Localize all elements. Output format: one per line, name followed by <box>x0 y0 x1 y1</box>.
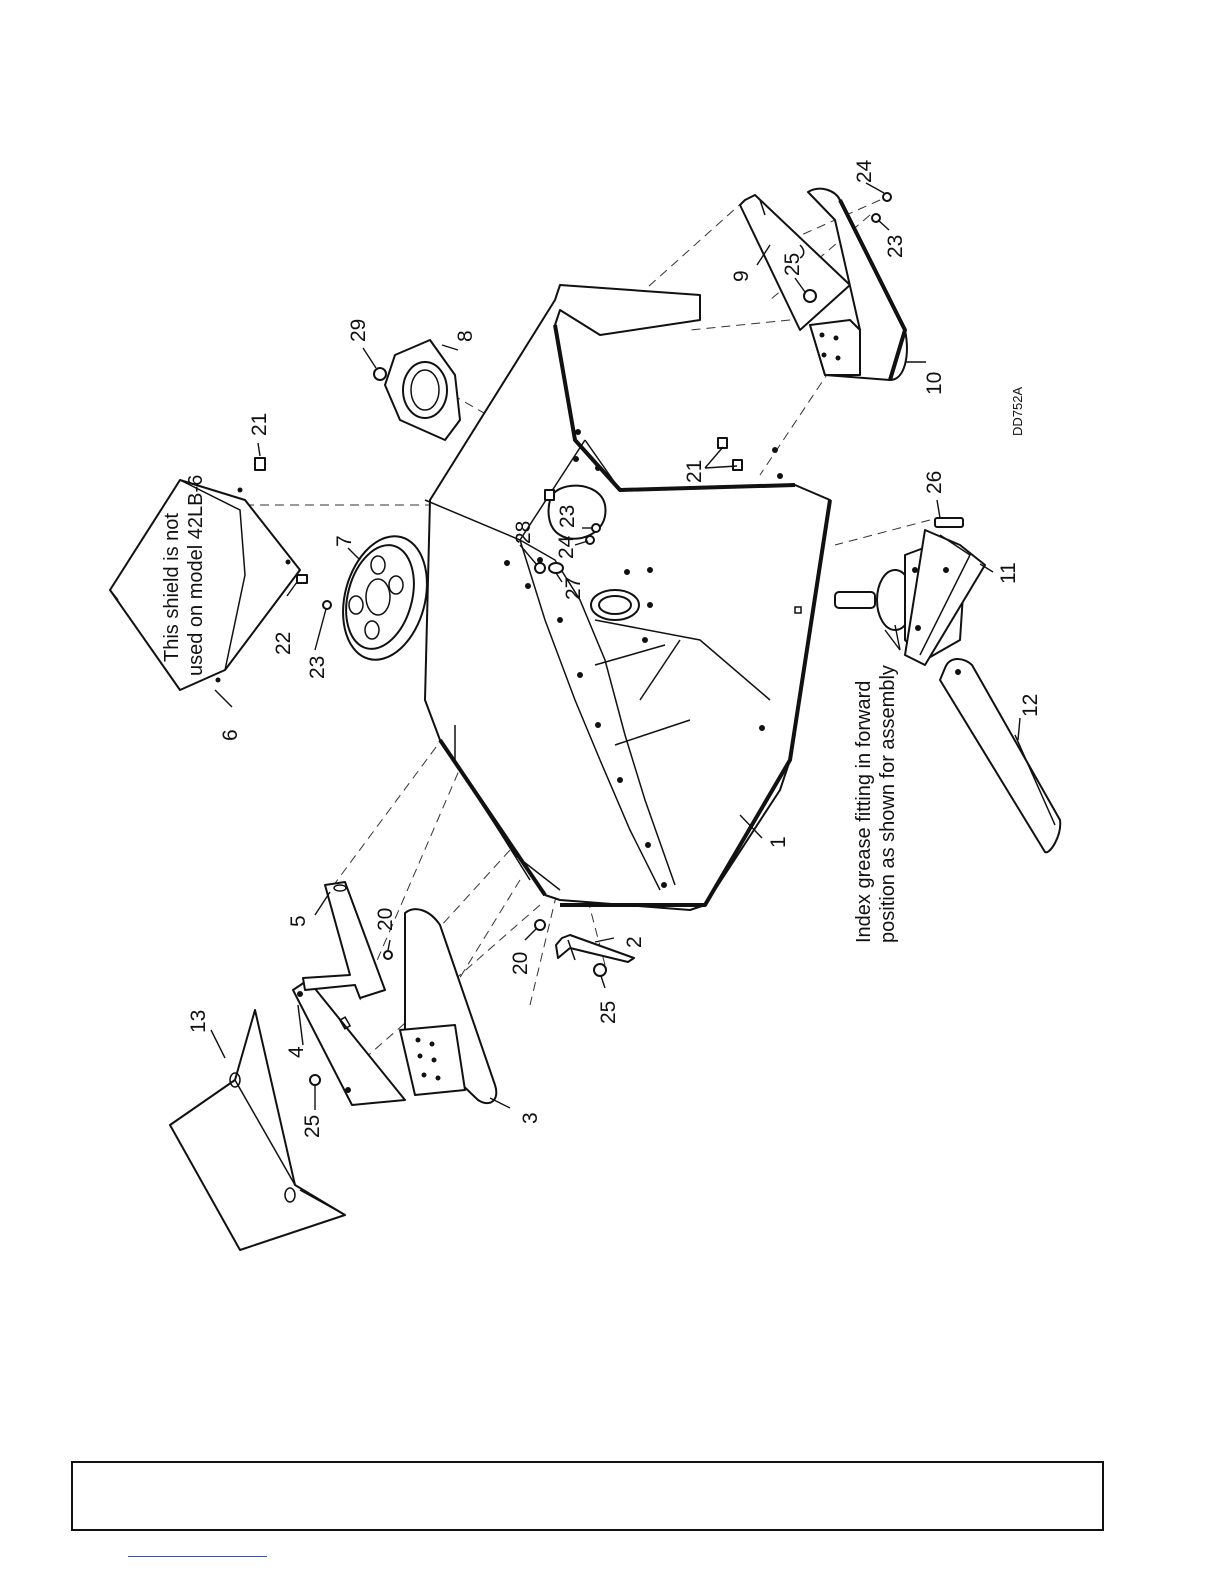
part-24-nut-a <box>586 536 594 544</box>
shield-note-line2: used on model 42LB-6 <box>185 475 207 676</box>
part-25-nut-c <box>804 290 816 302</box>
part-3-left-skid <box>400 909 496 1103</box>
part-24-nut-b <box>883 193 891 201</box>
callout-10: 10 <box>923 372 946 395</box>
part-7-pulley <box>330 527 440 669</box>
part-21-bolt-b <box>718 438 742 470</box>
callout-27: 27 <box>562 577 585 600</box>
callout-11: 11 <box>997 562 1020 584</box>
part-25-nut-a <box>310 1075 320 1085</box>
part-4-plate <box>293 980 405 1105</box>
part-25-nut-b <box>594 964 606 976</box>
callout-6: 6 <box>219 729 242 741</box>
callout-23a: 23 <box>306 656 329 679</box>
callout-23b: 23 <box>556 505 579 528</box>
callout-9: 9 <box>730 270 753 282</box>
callout-12: 12 <box>1019 694 1042 717</box>
callout-8: 8 <box>454 330 477 342</box>
grease-note-line2: position as shown for assembly <box>877 665 899 943</box>
callout-25c: 25 <box>781 253 804 276</box>
callout-24b: 24 <box>853 159 876 183</box>
part-1-mower-deck <box>425 285 830 910</box>
callout-21b: 21 <box>683 460 706 483</box>
part-12-blade <box>940 659 1060 852</box>
callout-2: 2 <box>623 936 646 948</box>
callout-28: 28 <box>512 521 535 544</box>
callout-20a: 20 <box>374 908 397 931</box>
part-26-stud <box>935 518 963 527</box>
part-22-bolt <box>297 575 307 583</box>
part-23-washer-b <box>592 524 600 532</box>
callout-23c: 23 <box>884 235 907 258</box>
callout-25a: 25 <box>301 1115 324 1138</box>
callout-21a: 21 <box>248 413 271 436</box>
part-8-bearing-plate <box>385 340 460 440</box>
callout-22: 22 <box>272 632 295 655</box>
shield-note-line1: This shield is not <box>161 513 183 662</box>
callout-3: 3 <box>519 1112 542 1124</box>
grease-note-line1: Index grease fitting in forward <box>853 681 875 943</box>
footer-box <box>71 1461 1104 1531</box>
callout-7: 7 <box>333 535 356 547</box>
part-21-bolt-a <box>255 458 265 470</box>
callout-13: 13 <box>187 1010 210 1033</box>
callout-5: 5 <box>287 915 310 927</box>
part-27-washer <box>549 563 563 573</box>
part-5-strap <box>303 882 385 998</box>
footer-link-underline <box>128 1556 267 1557</box>
callout-25b: 25 <box>597 1001 620 1024</box>
part-23-washer-a <box>323 601 331 609</box>
callout-1: 1 <box>767 836 790 848</box>
part-20-bolt-a <box>384 951 392 959</box>
callout-20b: 20 <box>509 952 532 975</box>
callout-26: 26 <box>923 471 946 494</box>
callout-29: 29 <box>347 319 370 342</box>
part-11-spindle-assembly <box>835 530 985 665</box>
part-frame-bolt <box>545 490 554 500</box>
callout-24a: 24 <box>555 535 578 559</box>
figure-code: DD752A <box>1010 387 1025 436</box>
part-29-fitting <box>374 368 386 380</box>
callout-4: 4 <box>285 1046 308 1058</box>
